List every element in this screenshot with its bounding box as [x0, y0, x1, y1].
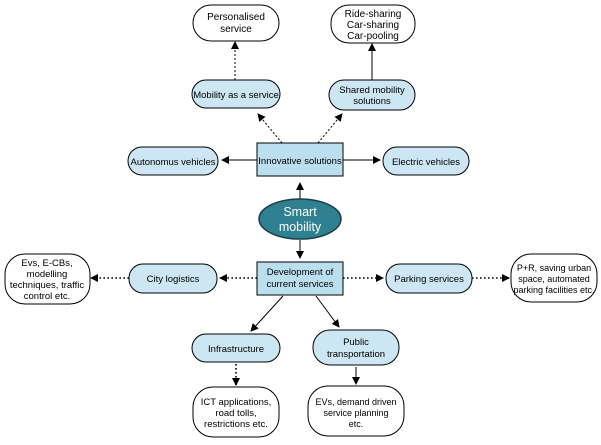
- evs-ecbs-line4: control etc.: [24, 291, 70, 302]
- autonomous-label: Autonomus vehicles: [130, 157, 215, 168]
- current-line2: current services: [266, 279, 333, 290]
- node-mobility-as-a-service: Mobility as a service: [191, 79, 281, 109]
- personalised-line1: Personalised: [207, 12, 265, 23]
- node-shared-mobility: Shared mobility solutions: [328, 79, 416, 111]
- arrow-to-maas: [257, 113, 283, 144]
- personalised-line2: service: [220, 24, 252, 35]
- node-evs-demand-driven: EVs, demand driven service planning etc.: [307, 385, 405, 437]
- public-line2: transportation: [327, 349, 385, 360]
- center-line1: Smart: [283, 205, 317, 219]
- arrow-to-shared: [317, 113, 343, 144]
- innovative-label: Innovative solutions: [258, 156, 342, 167]
- evs-ecbs-line2: modelling: [27, 269, 68, 280]
- node-city-logistics: City logistics: [128, 263, 218, 294]
- citylogistics-label: City logistics: [147, 274, 200, 285]
- maas-label: Mobility as a service: [193, 90, 279, 101]
- node-personalised-service: Personalised service: [192, 4, 280, 42]
- node-innovative-solutions: Innovative solutions: [256, 142, 344, 177]
- shared-line1: Shared mobility: [339, 85, 405, 96]
- shared-line2: solutions: [353, 96, 391, 107]
- node-public-transportation: Public transportation: [312, 329, 400, 366]
- current-line1: Development of: [267, 267, 334, 278]
- node-smart-mobility: Smart mobility: [258, 198, 342, 240]
- electric-label: Electric vehicles: [392, 157, 460, 168]
- infrastructure-label: Infrastructure: [208, 344, 264, 355]
- parking-label: Parking services: [394, 274, 464, 285]
- node-evs-ecbs: Evs, E-CBs, modelling techniques, traffi…: [4, 253, 91, 305]
- pr-line3: parking facilities etc.: [513, 285, 594, 295]
- ict-line3: restrictions etc.: [204, 419, 268, 430]
- node-electric-vehicles: Electric vehicles: [382, 146, 470, 176]
- ride-line3: Car-pooling: [347, 31, 399, 42]
- pr-line1: P+R, saving urban: [517, 263, 591, 273]
- evs-demand-line1: EVs, demand driven: [315, 397, 396, 407]
- node-autonomous-vehicles: Autonomus vehicles: [127, 146, 219, 176]
- arrow-to-infrastructure: [250, 295, 284, 332]
- evs-ecbs-line1: Evs, E-CBs,: [21, 258, 72, 269]
- ride-line1: Ride-sharing: [345, 9, 402, 20]
- node-p-and-r: P+R, saving urban space, automated parki…: [510, 253, 598, 303]
- evs-demand-line3: etc.: [349, 419, 364, 429]
- node-ride-sharing: Ride-sharing Car-sharing Car-pooling: [330, 4, 416, 44]
- evs-ecbs-line3: techniques, traffic: [10, 280, 85, 291]
- connectors: [90, 41, 510, 386]
- ride-line2: Car-sharing: [347, 20, 399, 31]
- arrow-to-public: [315, 295, 340, 328]
- center-line2: mobility: [279, 220, 322, 234]
- ict-line1: ICT applications,: [201, 397, 272, 408]
- node-parking-services: Parking services: [385, 263, 473, 294]
- node-ict-applications: ICT applications, road tolls, restrictio…: [192, 386, 280, 438]
- ict-line2: road tolls,: [215, 408, 256, 419]
- pr-line2: space, automated: [518, 274, 590, 284]
- node-infrastructure: Infrastructure: [191, 333, 281, 363]
- node-development-current-services: Development of current services: [256, 261, 344, 296]
- evs-demand-line2: service planning: [323, 408, 388, 418]
- public-line1: Public: [343, 337, 369, 348]
